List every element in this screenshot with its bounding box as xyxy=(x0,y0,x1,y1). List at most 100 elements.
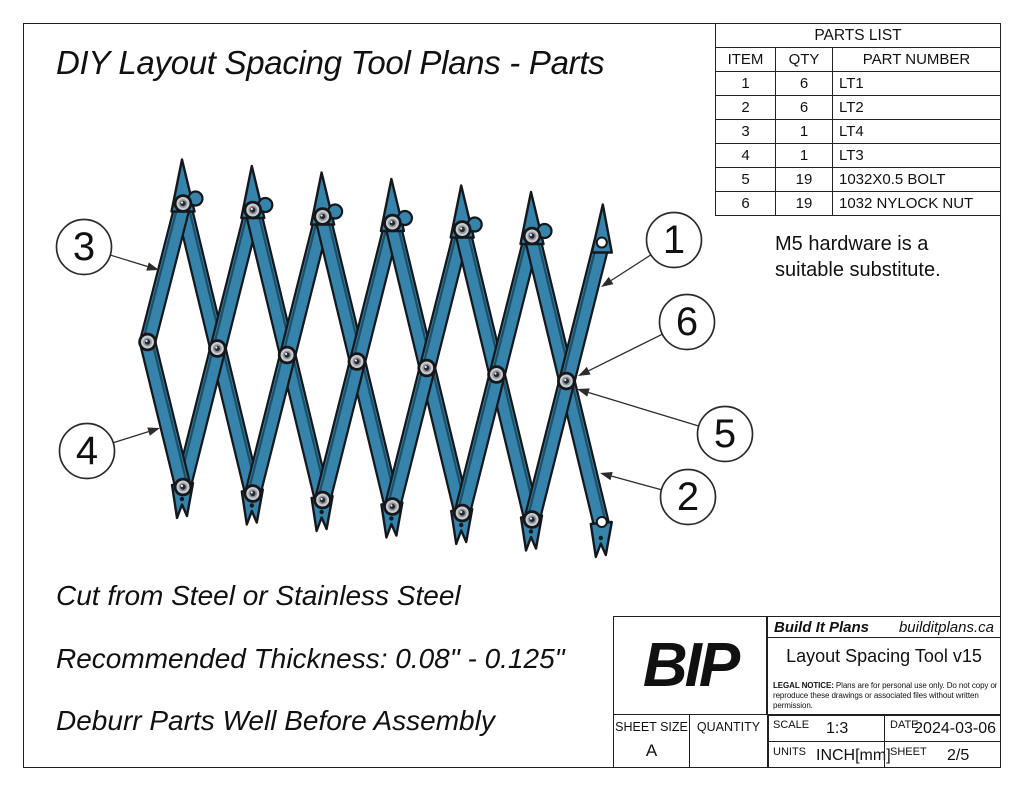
item-cell: 1 xyxy=(715,71,776,96)
leader-line xyxy=(588,391,699,427)
qty-cell: 6 xyxy=(775,95,833,120)
link-bar-shade xyxy=(141,201,180,342)
hardware-note: M5 hardware is a suitable substitute. xyxy=(775,231,941,283)
company-website: builditplans.ca xyxy=(898,618,994,636)
qty-cell: 1 xyxy=(775,143,833,168)
scale-value: 1:3 xyxy=(826,720,849,737)
leader-line xyxy=(110,254,148,268)
table-row: 2 6 LT2 xyxy=(715,95,1001,120)
part-number-cell: 1032 NYLOCK NUT xyxy=(832,191,1001,216)
item-cell: 5 xyxy=(715,167,776,192)
leader-arrowhead xyxy=(601,276,614,287)
part-number-cell: LT3 xyxy=(832,143,1001,168)
table-row: 1 6 LT1 xyxy=(715,71,1001,96)
leader-arrowhead xyxy=(147,427,160,436)
fork-pin-hole xyxy=(319,509,324,515)
part-number-cell: LT1 xyxy=(832,71,1001,96)
callout-number: 6 xyxy=(676,300,698,344)
units-value: INCH[mm] xyxy=(816,746,891,764)
leader-line xyxy=(610,254,652,282)
callout-number: 4 xyxy=(76,429,98,473)
fork-pin-hole xyxy=(179,496,185,502)
table-row: 3 1 LT4 xyxy=(715,119,1001,144)
hardware-note-line1: M5 hardware is a xyxy=(775,233,929,255)
leader-arrowhead xyxy=(600,472,613,481)
parts-list-table: PARTS LIST ITEM QTY PART NUMBER 1 6 LT1 … xyxy=(715,23,1001,216)
fork-pin-hole xyxy=(598,535,603,541)
table-row: 6 19 1032 NYLOCK NUT xyxy=(715,191,1001,216)
part-number-cell: LT2 xyxy=(832,95,1001,120)
link-bar xyxy=(141,335,190,494)
callout-number: 3 xyxy=(73,225,95,269)
sheet-size-cell: SHEET SIZE A xyxy=(613,714,690,768)
qty-cell: 1 xyxy=(775,119,833,144)
parts-list-title: PARTS LIST xyxy=(715,23,1001,48)
deburr-note: Deburr Parts Well Before Assembly xyxy=(56,705,495,736)
item-cell: 2 xyxy=(715,95,776,120)
callout-balloon xyxy=(659,468,717,526)
parts-list-header-row: ITEM QTY PART NUMBER xyxy=(715,47,1001,72)
callout-balloon xyxy=(58,422,116,480)
fork-pin-hole xyxy=(459,522,464,528)
col-header-part-number: PART NUMBER xyxy=(832,47,1001,72)
callout-number: 1 xyxy=(663,218,685,262)
link-bar xyxy=(141,197,190,349)
legal-notice-text: Plans are for personal use only. Do not … xyxy=(773,680,998,710)
units-cell: UNITS INCH[mm] xyxy=(767,740,891,768)
fork-pin-hole xyxy=(389,516,394,521)
title-block: BIP SHEET SIZE A QUANTITY Build It Plans… xyxy=(613,616,1001,768)
sheet-number-cell: SHEET 2/5 xyxy=(884,740,1001,768)
leader-arrowhead xyxy=(146,262,159,271)
leader-arrowhead xyxy=(578,366,591,376)
item-cell: 4 xyxy=(715,143,776,168)
qty-cell: 19 xyxy=(775,191,833,216)
item-cell: 6 xyxy=(715,191,776,216)
thickness-note: Recommended Thickness: 0.08" - 0.125" xyxy=(56,643,565,674)
leader-line xyxy=(113,430,149,444)
date-value: 2024-03-06 xyxy=(914,720,996,737)
callout-balloon xyxy=(55,218,113,276)
quantity-label: QUANTITY xyxy=(696,720,761,734)
free-end-hole xyxy=(595,236,608,249)
part-number-cell: 1032X0.5 BOLT xyxy=(832,167,1001,192)
legal-notice: LEGAL NOTICE: Plans are for personal use… xyxy=(773,681,998,711)
units-label: UNITS xyxy=(773,745,806,758)
page-title: DIY Layout Spacing Tool Plans - Parts xyxy=(56,44,605,81)
hardware-note-line2: suitable substitute. xyxy=(775,259,941,281)
qty-cell: 6 xyxy=(775,71,833,96)
scale-label: SCALE xyxy=(773,719,810,731)
sheet-size-label: SHEET SIZE xyxy=(615,720,688,734)
callout-balloon xyxy=(658,293,716,351)
legal-notice-label: LEGAL NOTICE: xyxy=(773,680,834,690)
free-end-hole xyxy=(595,516,608,528)
leader-arrowhead xyxy=(577,388,590,397)
leader-line xyxy=(611,475,662,491)
leader-line xyxy=(588,333,663,372)
sheet-number-label: SHEET xyxy=(890,745,927,758)
scale-cell: SCALE 1:3 xyxy=(767,714,885,742)
link-bar-shade xyxy=(150,339,189,488)
callout-number: 5 xyxy=(714,412,736,456)
company-row: Build It Plans builditplans.ca xyxy=(767,616,1001,638)
drawing-title: Layout Spacing Tool v15 xyxy=(786,645,982,666)
fork-pin-hole xyxy=(249,503,254,508)
callout-balloon xyxy=(696,405,754,463)
col-header-qty: QTY xyxy=(775,47,833,72)
table-row: 5 19 1032X0.5 BOLT xyxy=(715,167,1001,192)
item-cell: 3 xyxy=(715,119,776,144)
fork-pin-hole xyxy=(528,529,534,534)
callout-balloon xyxy=(645,211,703,269)
sheet-border-frame xyxy=(23,23,1001,768)
qty-cell: 19 xyxy=(775,167,833,192)
quantity-cell: QUANTITY xyxy=(688,714,769,768)
date-cell: DATE 2024-03-06 xyxy=(884,714,1001,742)
part-number-cell: LT4 xyxy=(832,119,1001,144)
sheet-size-value: A xyxy=(645,741,658,760)
scissor-mechanism xyxy=(138,158,613,559)
callouts: 1 2 3 4 5 6 xyxy=(55,211,754,526)
table-row: 4 1 LT3 xyxy=(715,143,1001,168)
callout-number: 2 xyxy=(677,475,699,519)
date-label: DATE xyxy=(890,719,919,731)
